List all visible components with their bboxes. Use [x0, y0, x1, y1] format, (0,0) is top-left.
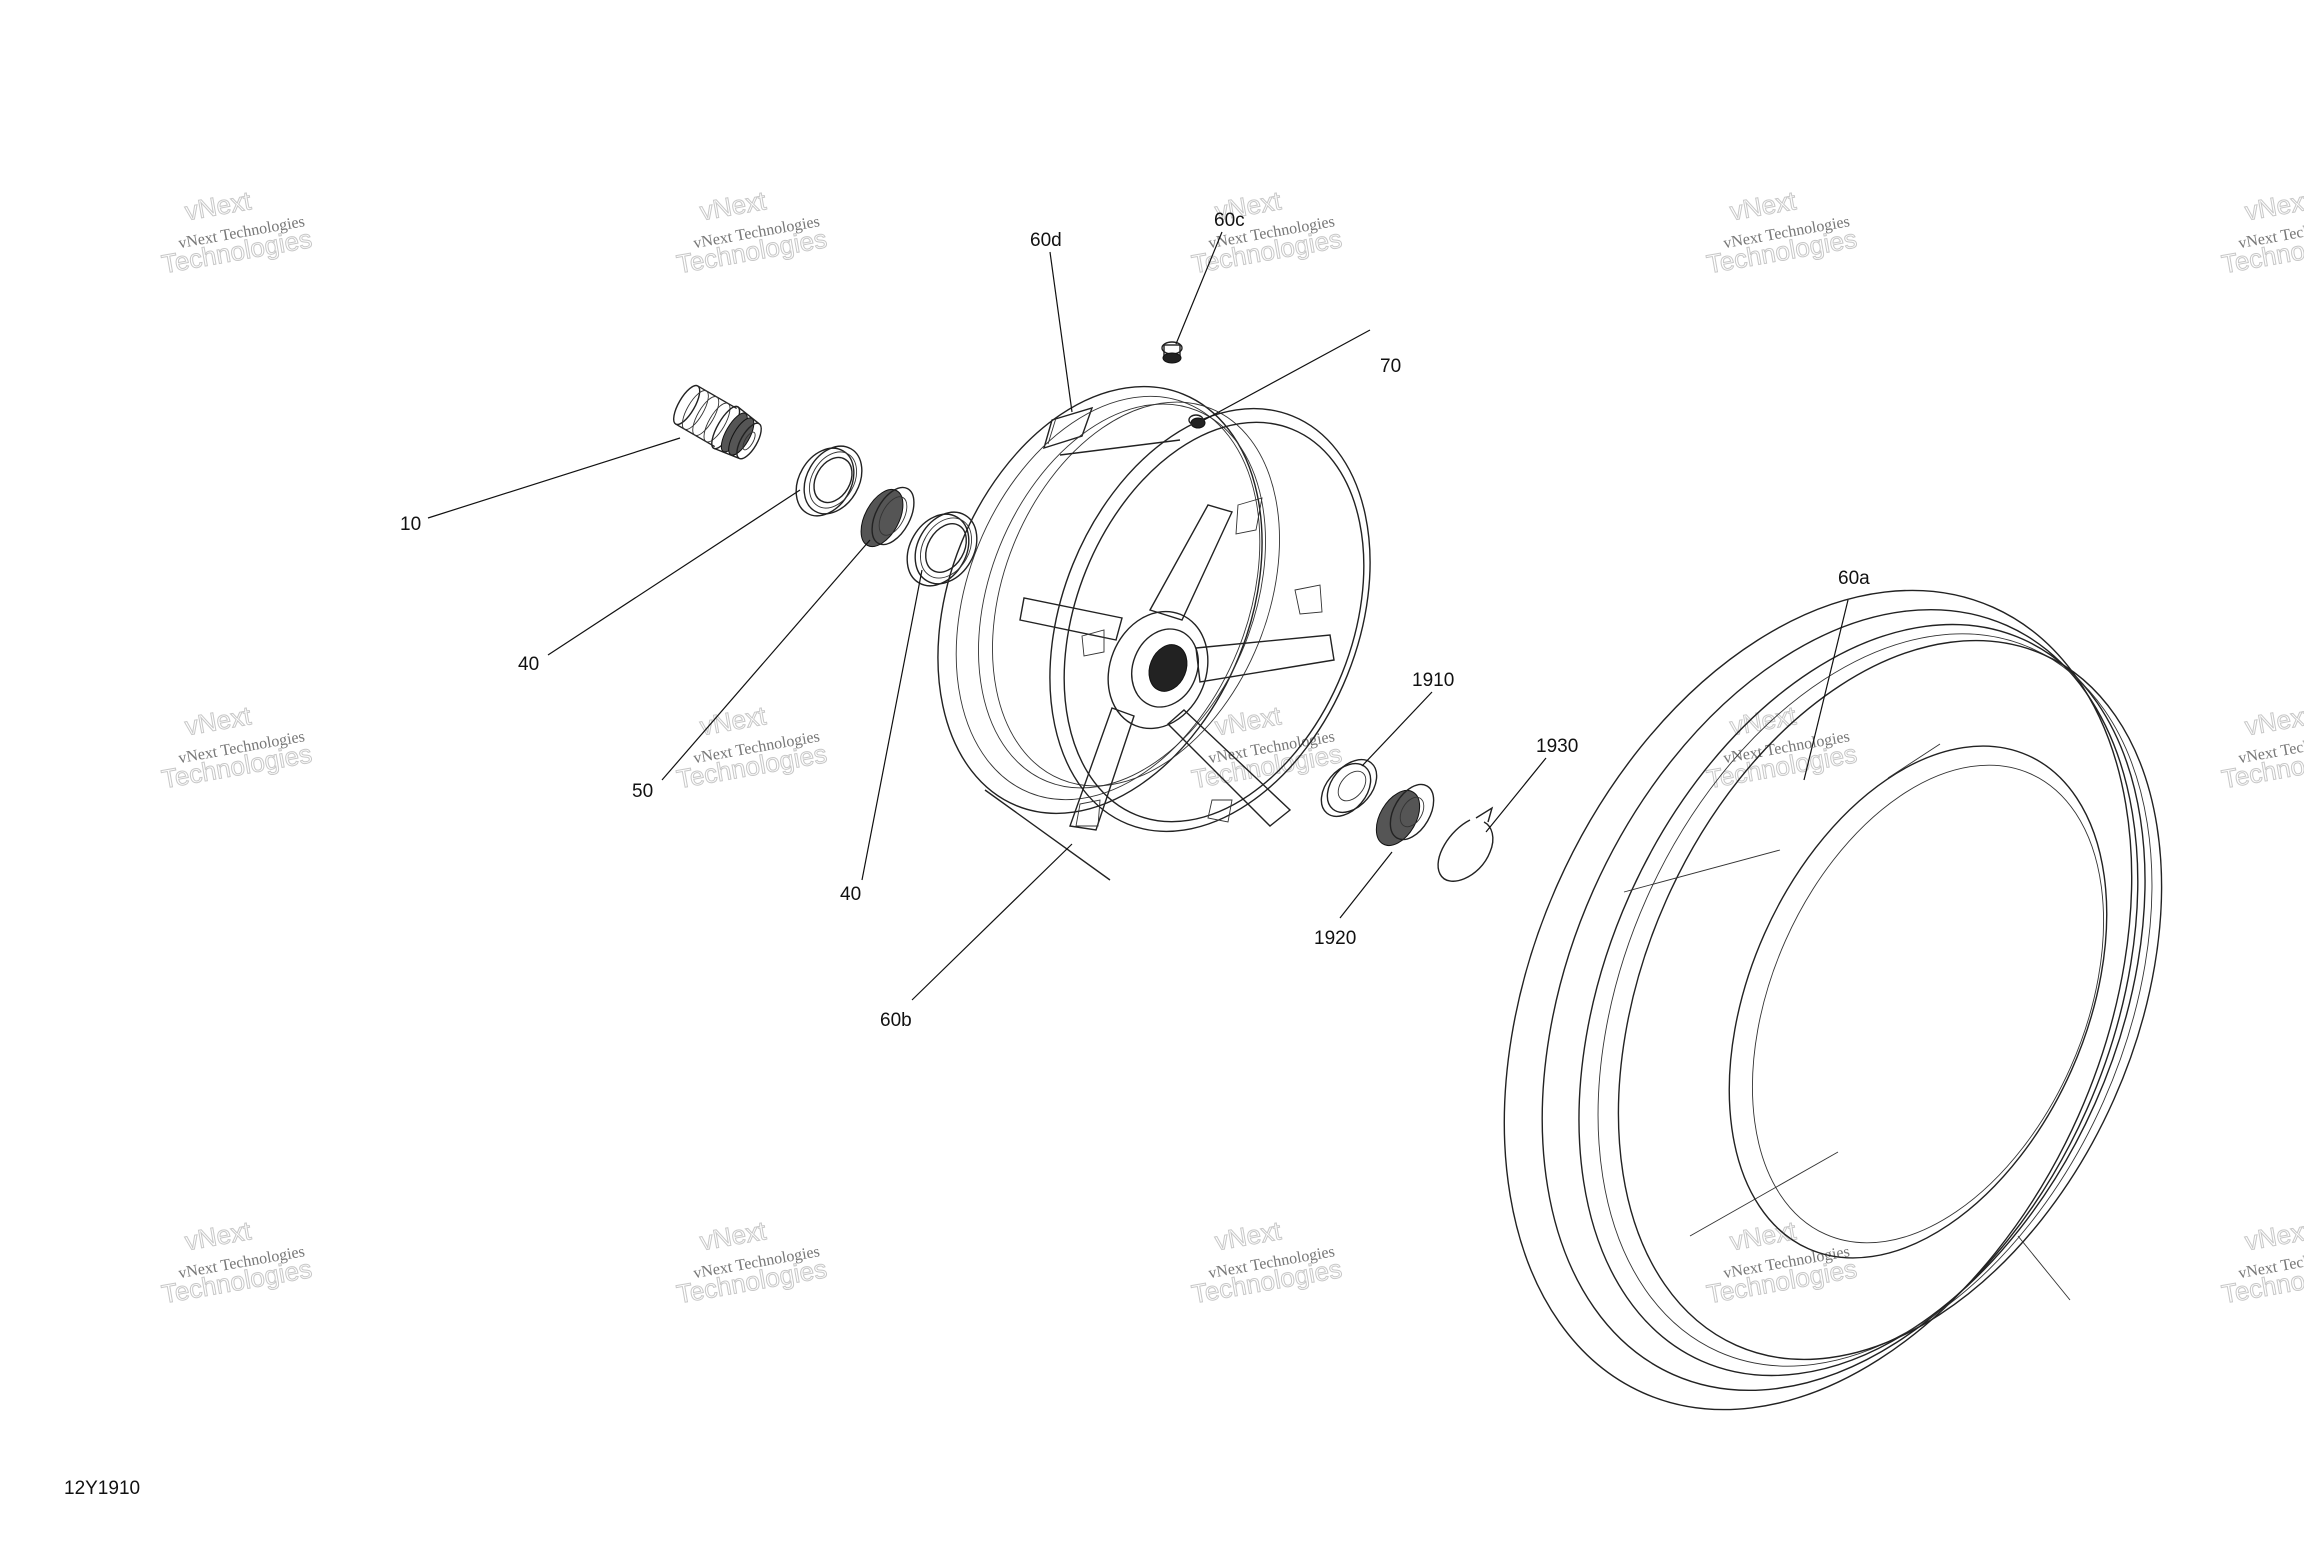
bearing-part-a[interactable]	[784, 436, 873, 526]
watermark-stamp: vNext	[2243, 185, 2304, 226]
callout-70: 70	[1380, 356, 1401, 377]
wheel-weight-part[interactable]	[1042, 406, 1094, 450]
leader-lines	[427, 231, 1849, 1001]
watermark-stamp: vNext	[183, 700, 254, 741]
spindle-part[interactable]	[668, 380, 768, 466]
watermark-stamp: vNext	[2243, 1215, 2304, 1256]
retaining-clip-part[interactable]	[1437, 806, 1494, 882]
figure-id-label: 12Y1910	[64, 1478, 140, 1499]
callout-60b: 60b	[880, 1010, 912, 1031]
needle-bearing-part[interactable]	[852, 481, 922, 554]
rim-part[interactable]	[878, 338, 1430, 881]
valve-stem-part[interactable]	[1161, 341, 1183, 364]
tire-part[interactable]	[1383, 491, 2268, 1508]
washer-part[interactable]	[1311, 750, 1386, 826]
callout-60a: 60a	[1838, 568, 1870, 589]
watermark-stamp: vNext	[1728, 185, 1799, 226]
watermark-stamp: vNext	[1728, 1215, 1799, 1256]
bearing-part-b[interactable]	[895, 501, 989, 597]
watermark-stamp: vNext	[698, 700, 769, 741]
callout-60d: 60d	[1030, 230, 1062, 251]
callout-40-b: 40	[840, 884, 861, 905]
castle-nut-part[interactable]	[1367, 777, 1442, 853]
watermark-stamp: vNext	[1213, 1215, 1284, 1256]
callout-50: 50	[632, 781, 653, 802]
watermark-stamp: vNext	[183, 1215, 254, 1256]
callout-40-a: 40	[518, 654, 539, 675]
callout-1910: 1910	[1412, 670, 1454, 691]
callout-10: 10	[400, 514, 421, 535]
callout-1920: 1920	[1314, 928, 1356, 949]
callout-labels: 10 40 50 40 60d 60c 70 60b 1910 1930 192…	[400, 210, 1870, 1031]
watermark-stamp: vNext	[698, 1215, 769, 1256]
watermark-stamp: vNext	[2243, 700, 2304, 741]
watermark-stamp: vNext	[698, 185, 769, 226]
watermark-stamp: vNext	[183, 185, 254, 226]
callout-1930: 1930	[1536, 736, 1578, 757]
callout-60c: 60c	[1214, 210, 1245, 231]
